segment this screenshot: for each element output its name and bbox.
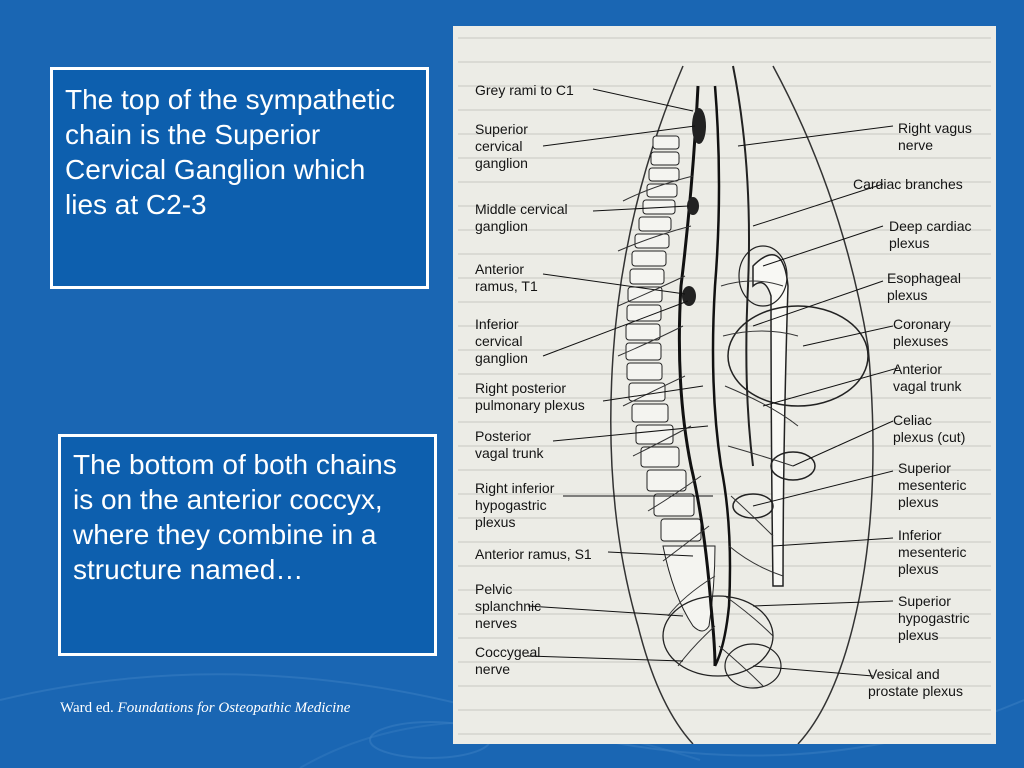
label-anterior-ramus-s1: Anterior ramus, S1 [475, 546, 592, 562]
label-grey-rami: Grey rami to C1 [475, 82, 574, 98]
label-esophageal-plexus: Esophageal plexus [887, 270, 961, 303]
label-right-inferior-hypogastric-plexus: Right inferior hypogastric plexus [475, 480, 555, 530]
label-celiac-plexus: Celiac plexus (cut) [893, 412, 966, 445]
top-box-text: The top of the sympathetic chain is the … [65, 84, 395, 220]
bottom-box-text: The bottom of both chains is on the ante… [73, 449, 397, 585]
label-posterior-vagal-trunk: Posterior vagal trunk [475, 428, 544, 461]
bottom-text-box: The bottom of both chains is on the ante… [58, 434, 437, 656]
citation: Ward ed. Foundations for Osteopathic Med… [60, 700, 350, 717]
label-right-vagus-nerve: Right vagus nerve [898, 120, 972, 153]
label-coronary-plexuses: Coronary plexuses [893, 316, 951, 349]
label-vesical-prostate-plexus: Vesical and prostate plexus [868, 666, 963, 699]
label-pelvic-splanchnic-nerves: Pelvic splanchnic nerves [475, 581, 542, 631]
label-right-posterior-pulmonary-plexus: Right posterior pulmonary plexus [475, 380, 585, 413]
label-superior-mesenteric-plexus: Superior mesenteric plexus [898, 460, 967, 510]
label-coccygeal-nerve: Coccygeal nerve [475, 644, 541, 677]
top-text-box: The top of the sympathetic chain is the … [50, 67, 429, 289]
label-anterior-vagal-trunk: Anterior vagal trunk [893, 361, 962, 394]
citation-prefix: Ward ed. [60, 700, 114, 716]
label-cardiac-branches: Cardiac branches [853, 176, 963, 192]
label-superior-hypogastric-plexus: Superior hypogastric plexus [898, 593, 970, 643]
sympathetic-chain-illustration [458, 37, 991, 744]
label-anterior-ramus-t1: Anterior ramus, T1 [475, 261, 538, 294]
label-middle-cervical-ganglion: Middle cervical ganglion [475, 201, 568, 234]
label-deep-cardiac-plexus: Deep cardiac plexus [889, 218, 972, 251]
label-inferior-cervical-ganglion: Inferior cervical ganglion [475, 316, 528, 366]
citation-title: Foundations for Osteopathic Medicine [117, 700, 351, 716]
anatomy-figure: Grey rami to C1 Superior cervical gangli… [453, 26, 996, 744]
label-inferior-mesenteric-plexus: Inferior mesenteric plexus [898, 527, 967, 577]
label-superior-cervical-ganglion: Superior cervical ganglion [475, 121, 528, 171]
